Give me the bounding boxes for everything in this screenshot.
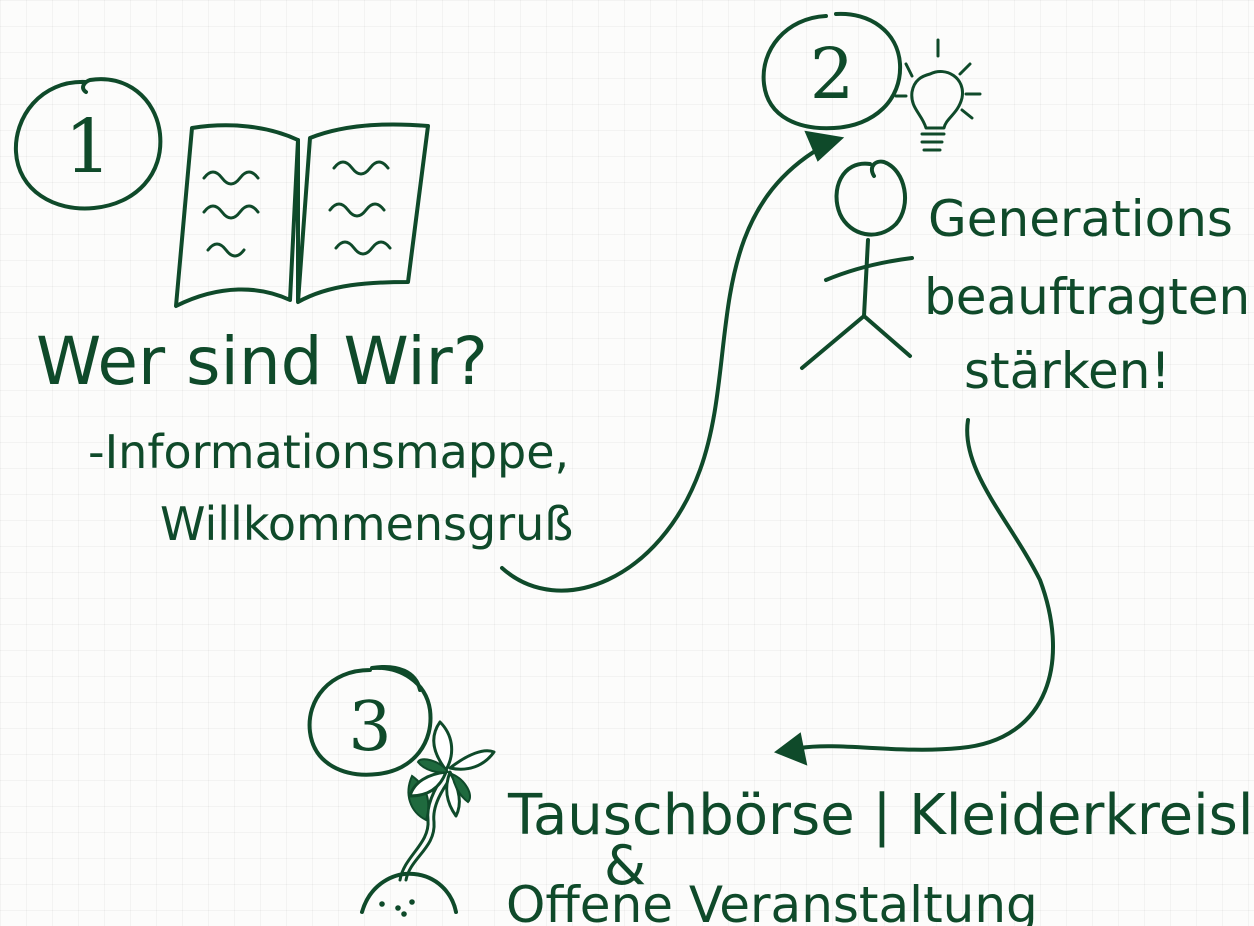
step-2-number-circle: 2 — [761, 11, 903, 131]
step-1-title: Wer sind Wir? — [36, 323, 488, 400]
step-2-line-1: Generations — [928, 190, 1233, 248]
book-icon — [174, 122, 430, 308]
flower-sprout-icon — [360, 720, 496, 917]
step-2: 2 Generations beauftragten stärken! — [761, 11, 1250, 400]
step-3-number: 3 — [348, 688, 391, 767]
step-3-line-1: Tauschbörse | Kleiderkreisl — [507, 783, 1253, 848]
step-2-number: 2 — [810, 33, 855, 115]
step-1-line-1: -Informationsmappe, — [88, 425, 569, 479]
arrow-1-to-2 — [500, 130, 845, 593]
step-2-line-2: beauftragten — [924, 268, 1250, 326]
step-1: 1 Wer sind Wir? -Informationsmappe, Will… — [13, 77, 573, 551]
step-2-line-3: stärken! — [964, 342, 1171, 400]
step-3-line-2: & — [604, 834, 646, 897]
step-3: 3 Tauschbörse | Kleiderkreisl & Off — [307, 665, 1253, 926]
step-3-number-circle: 3 — [307, 665, 433, 777]
step-1-number-circle: 1 — [13, 77, 163, 211]
step-1-number: 1 — [64, 104, 111, 190]
arrow-2-to-3 — [773, 418, 1055, 766]
step-3-line-3: Offene Veranstaltung — [506, 876, 1038, 926]
stick-figure-icon — [800, 159, 914, 370]
step-1-line-2: Willkommensgruß — [160, 497, 573, 551]
lightbulb-icon — [894, 38, 982, 152]
